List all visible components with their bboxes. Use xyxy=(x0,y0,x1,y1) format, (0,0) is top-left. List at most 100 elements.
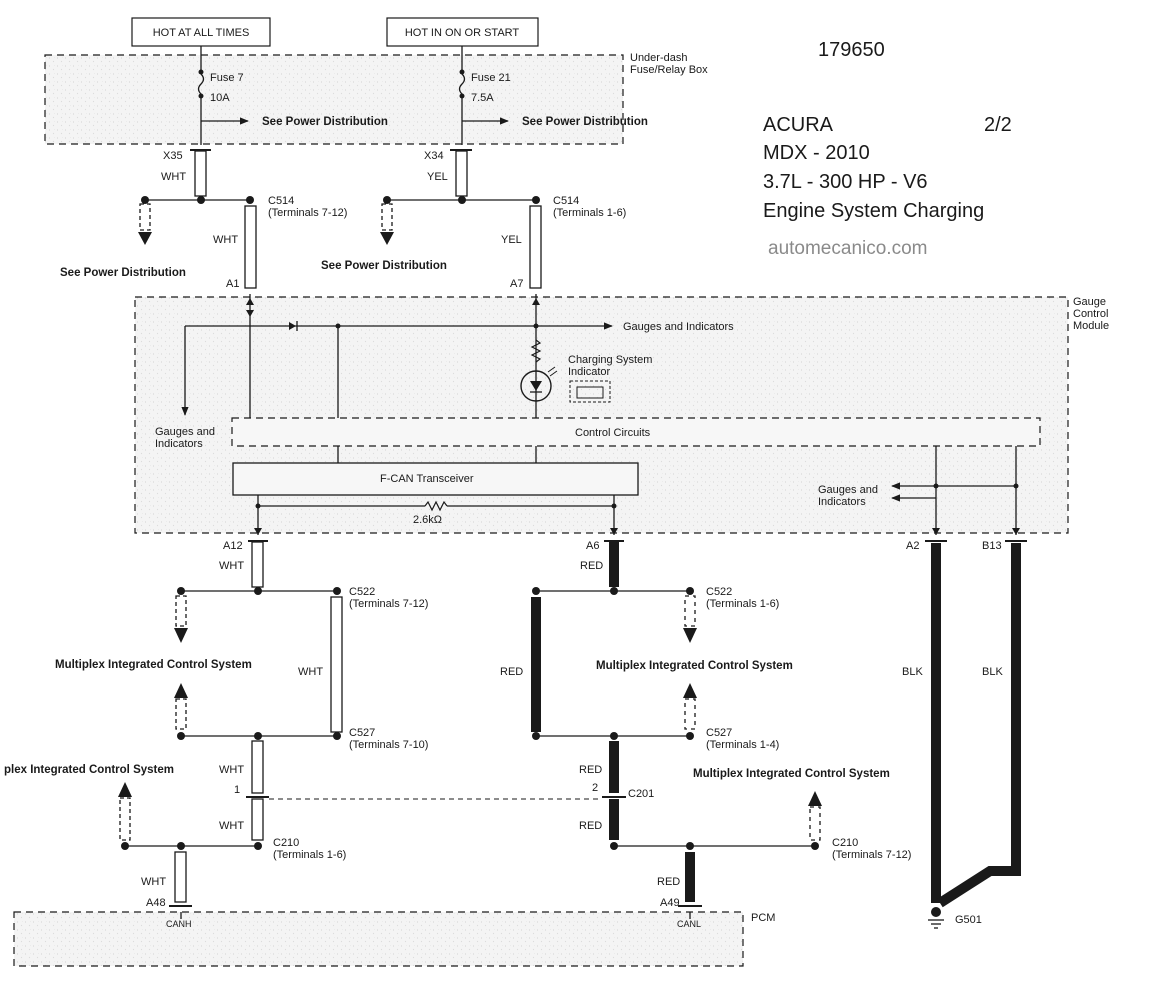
see-power-distribution-left: See Power Distribution xyxy=(60,267,186,279)
ground-g501 xyxy=(931,907,941,917)
c201-pin1: 1 xyxy=(234,784,240,796)
red-label-canl: RED xyxy=(657,876,680,888)
gauges-and-left: Gauges and xyxy=(155,426,215,438)
engine-label: 3.7L - 300 HP - V6 xyxy=(763,171,928,193)
fuse21-rating: 7.5A xyxy=(471,92,494,104)
c527-left-terminals: (Terminals 7-10) xyxy=(349,739,428,751)
red-label-c527-c201: RED xyxy=(579,764,602,776)
make-label: ACURA xyxy=(763,114,834,136)
yel-label-x34: YEL xyxy=(427,171,448,183)
red-label-c522-c527: RED xyxy=(500,666,523,678)
gauges-indicators-top: Gauges and Indicators xyxy=(623,321,734,333)
c527-left-label: C527 xyxy=(349,727,375,739)
red-wire-c522-c527 xyxy=(531,597,541,732)
wht-label-a1: WHT xyxy=(213,234,238,246)
c522-right-terminals: (Terminals 1-6) xyxy=(706,598,779,610)
c201-pin2: 2 xyxy=(592,782,598,794)
yel-label-a7: YEL xyxy=(501,234,522,246)
yel-wire-to-a7 xyxy=(529,205,542,289)
red-label-c201-c210: RED xyxy=(579,820,602,832)
c210-left-label: C210 xyxy=(273,837,299,849)
blk-label-a2: BLK xyxy=(902,666,923,678)
fcan-transceiver-block xyxy=(232,462,639,496)
watermark: automecanico.com xyxy=(768,238,927,259)
red-wire-c527-c201 xyxy=(609,741,619,793)
charging-indicator-label-1: Charging System xyxy=(568,354,652,366)
red-label-a6: RED xyxy=(580,560,603,572)
fuse-box-label-2: Fuse/Relay Box xyxy=(630,64,708,76)
c514-right-label: C514 xyxy=(553,195,579,207)
a49-label: A49 xyxy=(660,897,680,909)
wht-label-a12: WHT xyxy=(219,560,244,572)
a12-label: A12 xyxy=(223,540,243,552)
fuse7-see-power-distribution: See Power Distribution xyxy=(262,116,388,128)
wht-label-c201-c210: WHT xyxy=(219,820,244,832)
c514-left-terminals: (Terminals 7-12) xyxy=(268,207,347,219)
hot-at-all-times-label: HOT AT ALL TIMES xyxy=(153,27,250,39)
fuse21-name: Fuse 21 xyxy=(471,72,511,84)
wht-wire-x35 xyxy=(194,150,207,197)
c527-right-terminals: (Terminals 1-4) xyxy=(706,739,779,751)
wht-wire-canh xyxy=(174,851,187,903)
c210-right-label: C210 xyxy=(832,837,858,849)
wht-wire-c522-c527 xyxy=(330,596,343,733)
see-power-distribution-arrow-right xyxy=(380,232,394,245)
hot-in-on-or-start-label: HOT IN ON OR START xyxy=(405,27,520,39)
c522-left-terminals: (Terminals 7-12) xyxy=(349,598,428,610)
wht-label-c527-c201: WHT xyxy=(219,764,244,776)
a48-label: A48 xyxy=(146,897,166,909)
c527-right-label: C527 xyxy=(706,727,732,739)
charging-indicator-lamp xyxy=(520,370,552,402)
pcm-label: PCM xyxy=(751,912,775,924)
see-power-distribution-right: See Power Distribution xyxy=(321,260,447,272)
canh-label: CANH xyxy=(166,919,192,929)
c522-left-label: C522 xyxy=(349,586,375,598)
mics-label-lower-right: Multiplex Integrated Control System xyxy=(693,768,890,780)
fuse-relay-box xyxy=(44,54,624,145)
page-indicator: 2/2 xyxy=(984,114,1012,136)
fcan-transceiver-label: F-CAN Transceiver xyxy=(380,473,474,485)
resistor-value: 2.6kΩ xyxy=(413,514,442,526)
yel-wire-x34 xyxy=(455,150,468,197)
gcm-label-2: Control xyxy=(1073,308,1108,320)
blk-label-b13: BLK xyxy=(982,666,1003,678)
fuse21-see-power-distribution: See Power Distribution xyxy=(522,116,648,128)
control-circuits-block xyxy=(231,417,1041,447)
indicators-right: Indicators xyxy=(818,496,866,508)
red-wire-c201-c210 xyxy=(609,799,619,840)
fuse7-symbol xyxy=(197,73,205,95)
system-label: Engine System Charging xyxy=(763,200,984,222)
a1-label: A1 xyxy=(226,278,239,290)
can-termination-resistor xyxy=(424,500,448,512)
diode-symbol xyxy=(289,322,296,330)
red-wire-canl xyxy=(685,852,695,902)
see-power-distribution-arrow-left xyxy=(138,232,152,245)
wht-label-c522-c527: WHT xyxy=(298,666,323,678)
wht-label-x35: WHT xyxy=(161,171,186,183)
red-wire-a6 xyxy=(609,542,619,587)
mics-label-upper-left: Multiplex Integrated Control System xyxy=(55,659,252,671)
gcm-label-3: Module xyxy=(1073,320,1109,332)
indicator-resistor xyxy=(530,339,542,363)
wht-label-canh: WHT xyxy=(141,876,166,888)
fuse21-symbol xyxy=(458,73,466,95)
a6-label: A6 xyxy=(586,540,599,552)
gauges-and-right: Gauges and xyxy=(818,484,878,496)
blk-wire-b13 xyxy=(937,543,1021,908)
a2-label: A2 xyxy=(906,540,919,552)
mics-label-upper-right: Multiplex Integrated Control System xyxy=(596,660,793,672)
c522-right-label: C522 xyxy=(706,586,732,598)
wht-wire-to-a1 xyxy=(244,205,257,289)
c210-left-terminals: (Terminals 1-6) xyxy=(273,849,346,861)
fuse-box-label: Under-dash xyxy=(630,52,687,64)
charging-indicator-label-2: Indicator xyxy=(568,366,611,378)
canl-label: CANL xyxy=(677,919,701,929)
indicators-left: Indicators xyxy=(155,438,203,450)
c201-label: C201 xyxy=(628,788,654,800)
fuse7-name: Fuse 7 xyxy=(210,72,244,84)
doc-number: 179650 xyxy=(818,39,885,61)
g501-label: G501 xyxy=(955,914,982,926)
gcm-label-1: Gauge xyxy=(1073,296,1106,308)
c514-right-terminals: (Terminals 1-6) xyxy=(553,207,626,219)
